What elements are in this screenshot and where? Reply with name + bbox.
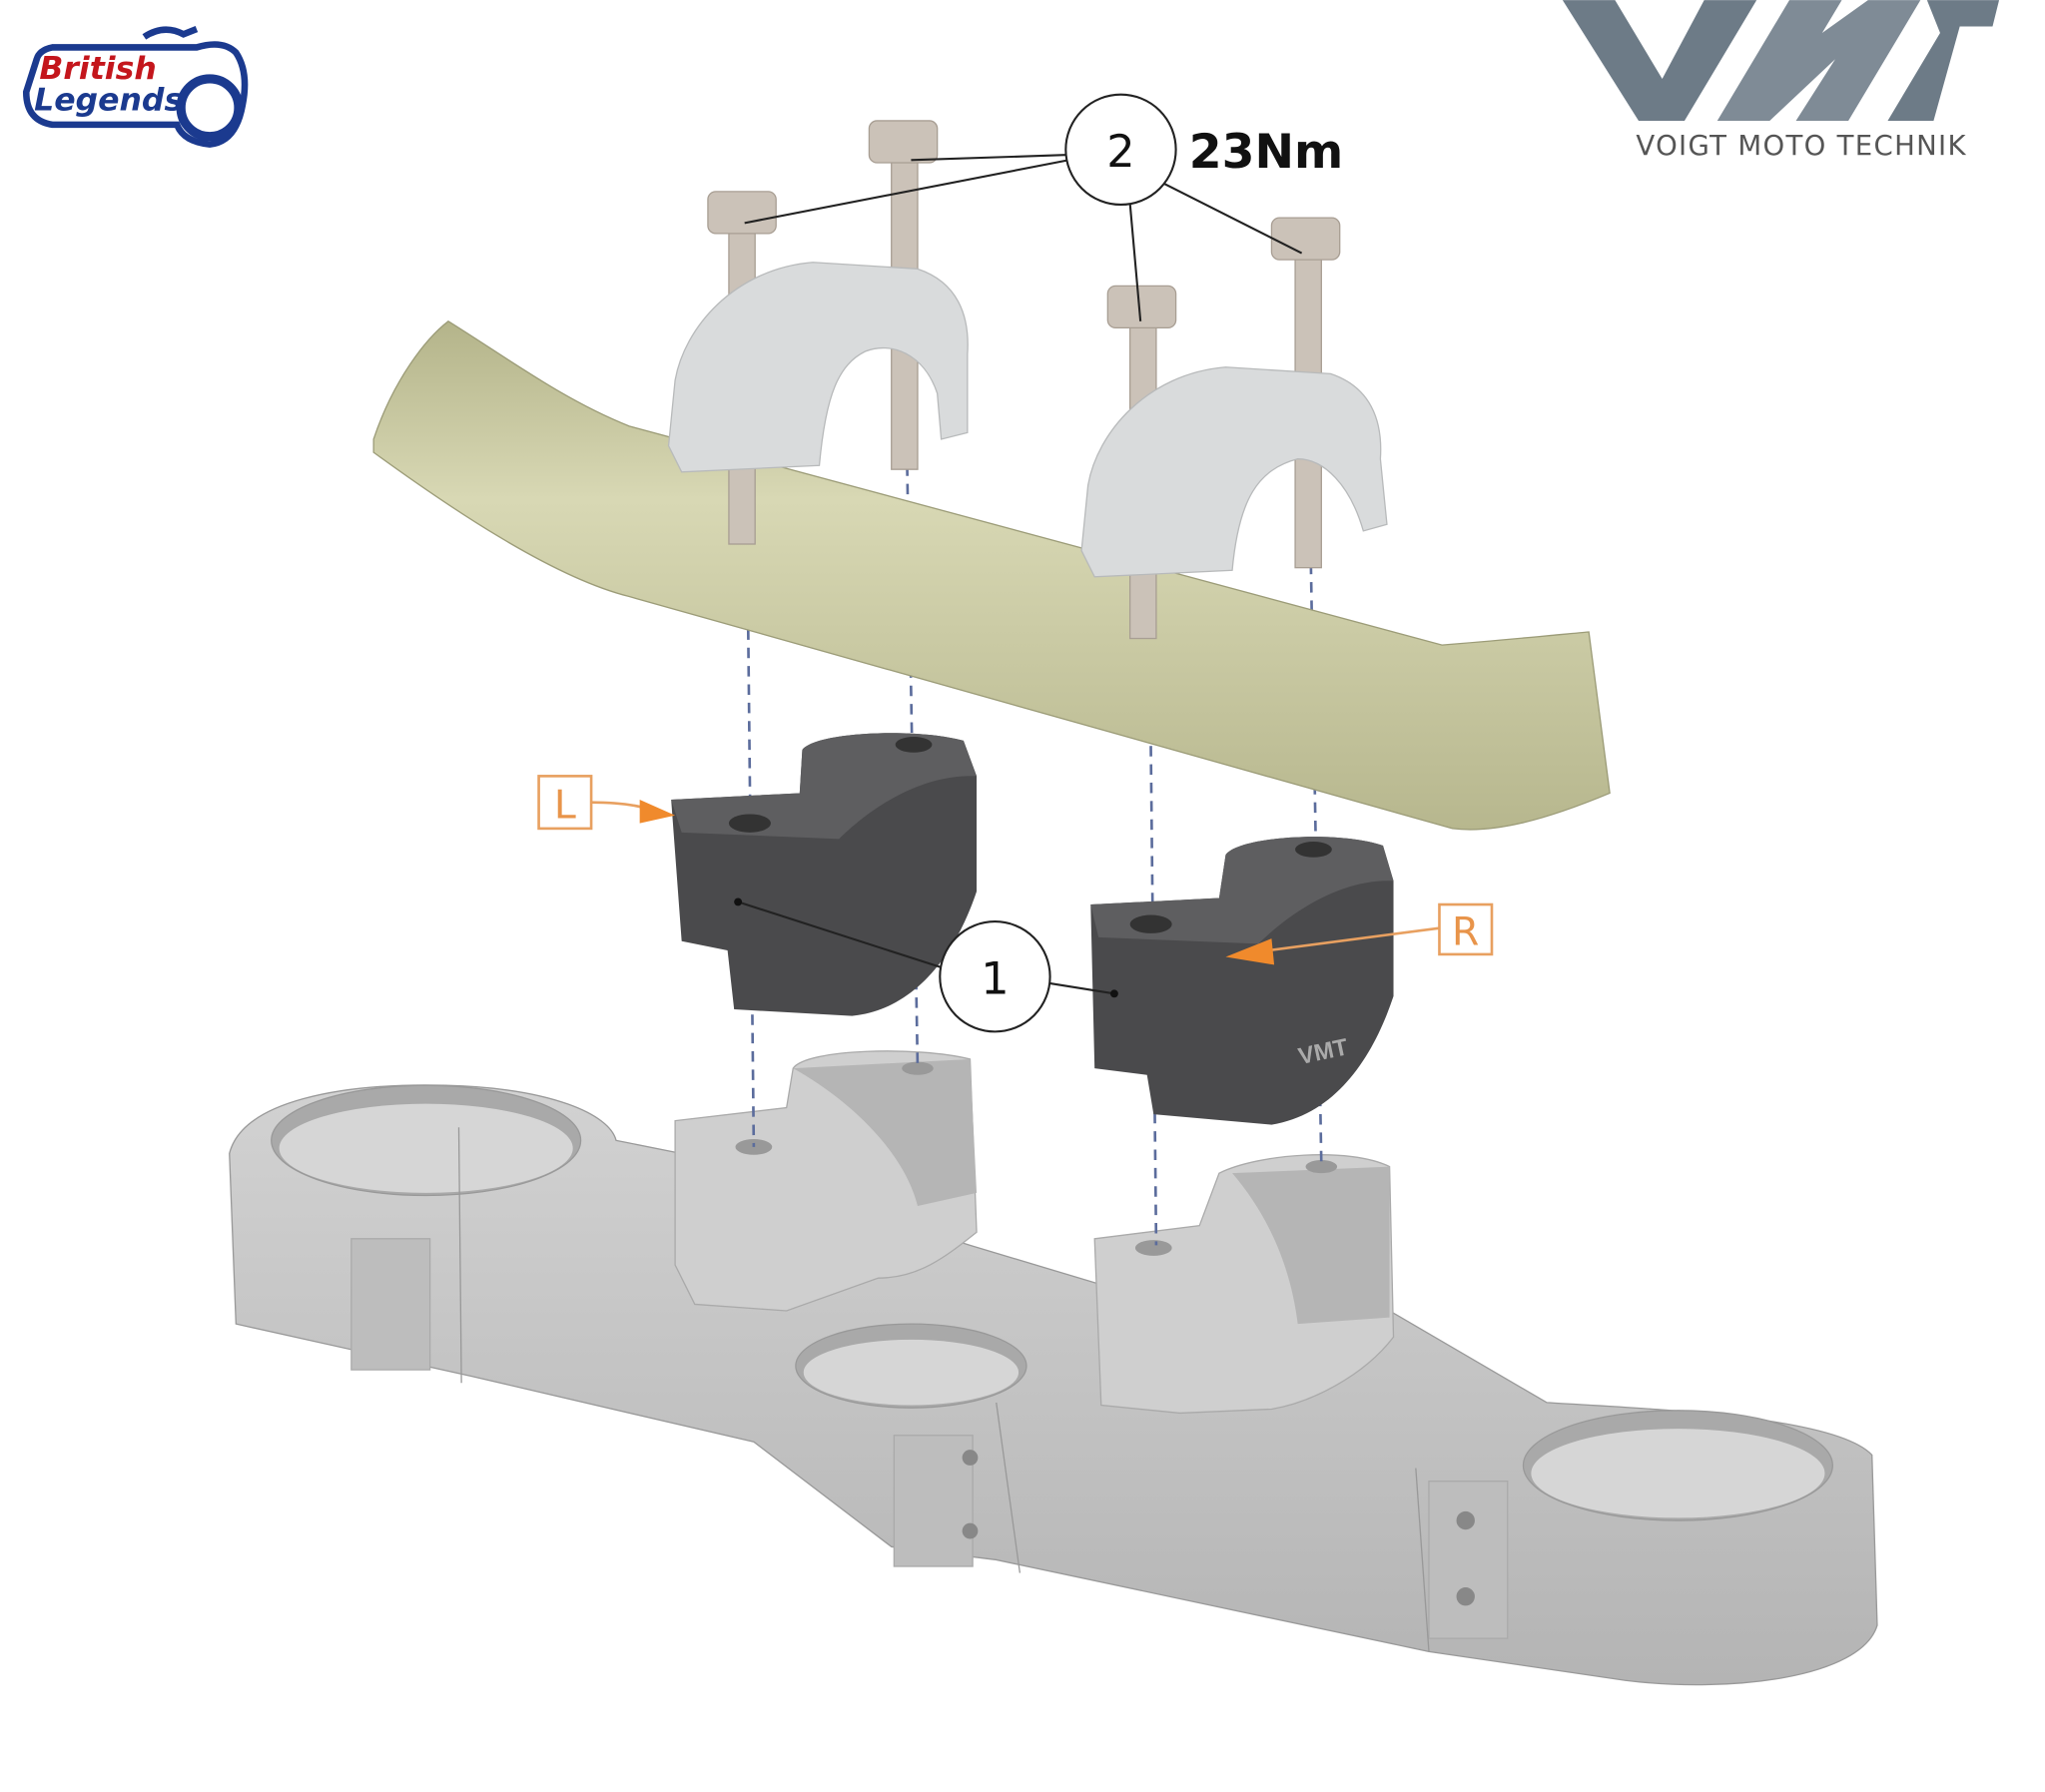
vmt-logo: VOIGT MOTO TECHNIK <box>1562 0 2000 162</box>
lower-riser-mount-right <box>1093 1154 1395 1415</box>
bolt-head-3 <box>1106 285 1177 329</box>
lower-riser-mount-left <box>674 1050 978 1312</box>
bolt-head-4 <box>1270 217 1341 261</box>
callout-number-2: 2 <box>1106 126 1134 178</box>
callout-risers: 1 <box>734 897 1118 1033</box>
callout-number-1: 1 <box>981 952 1009 1004</box>
bolt-head-2 <box>868 120 939 164</box>
riser-left <box>671 733 978 1016</box>
callout-bolts: 2 23Nm <box>744 93 1344 321</box>
label-l: L <box>554 782 576 828</box>
side-label-right: R <box>1225 902 1494 965</box>
logo-text-legends: Legends <box>34 82 183 118</box>
top-clamp-left <box>667 262 969 473</box>
side-label-left: L <box>537 775 676 831</box>
arrow-icon <box>1225 938 1275 965</box>
british-legends-logo: British Legends <box>22 26 249 148</box>
arrow-icon <box>639 800 676 824</box>
riser-right: VMT <box>1090 837 1394 1125</box>
torque-spec: 23Nm <box>1189 125 1344 180</box>
lower-triple-clamp <box>229 1084 1878 1686</box>
bolt-head-1 <box>707 191 777 235</box>
top-clamp-right <box>1080 366 1388 578</box>
label-r: R <box>1452 909 1479 955</box>
handlebar <box>372 320 1611 831</box>
logo-text-british: British <box>39 51 156 87</box>
vmt-tagline: VOIGT MOTO TECHNIK <box>1636 130 1966 162</box>
